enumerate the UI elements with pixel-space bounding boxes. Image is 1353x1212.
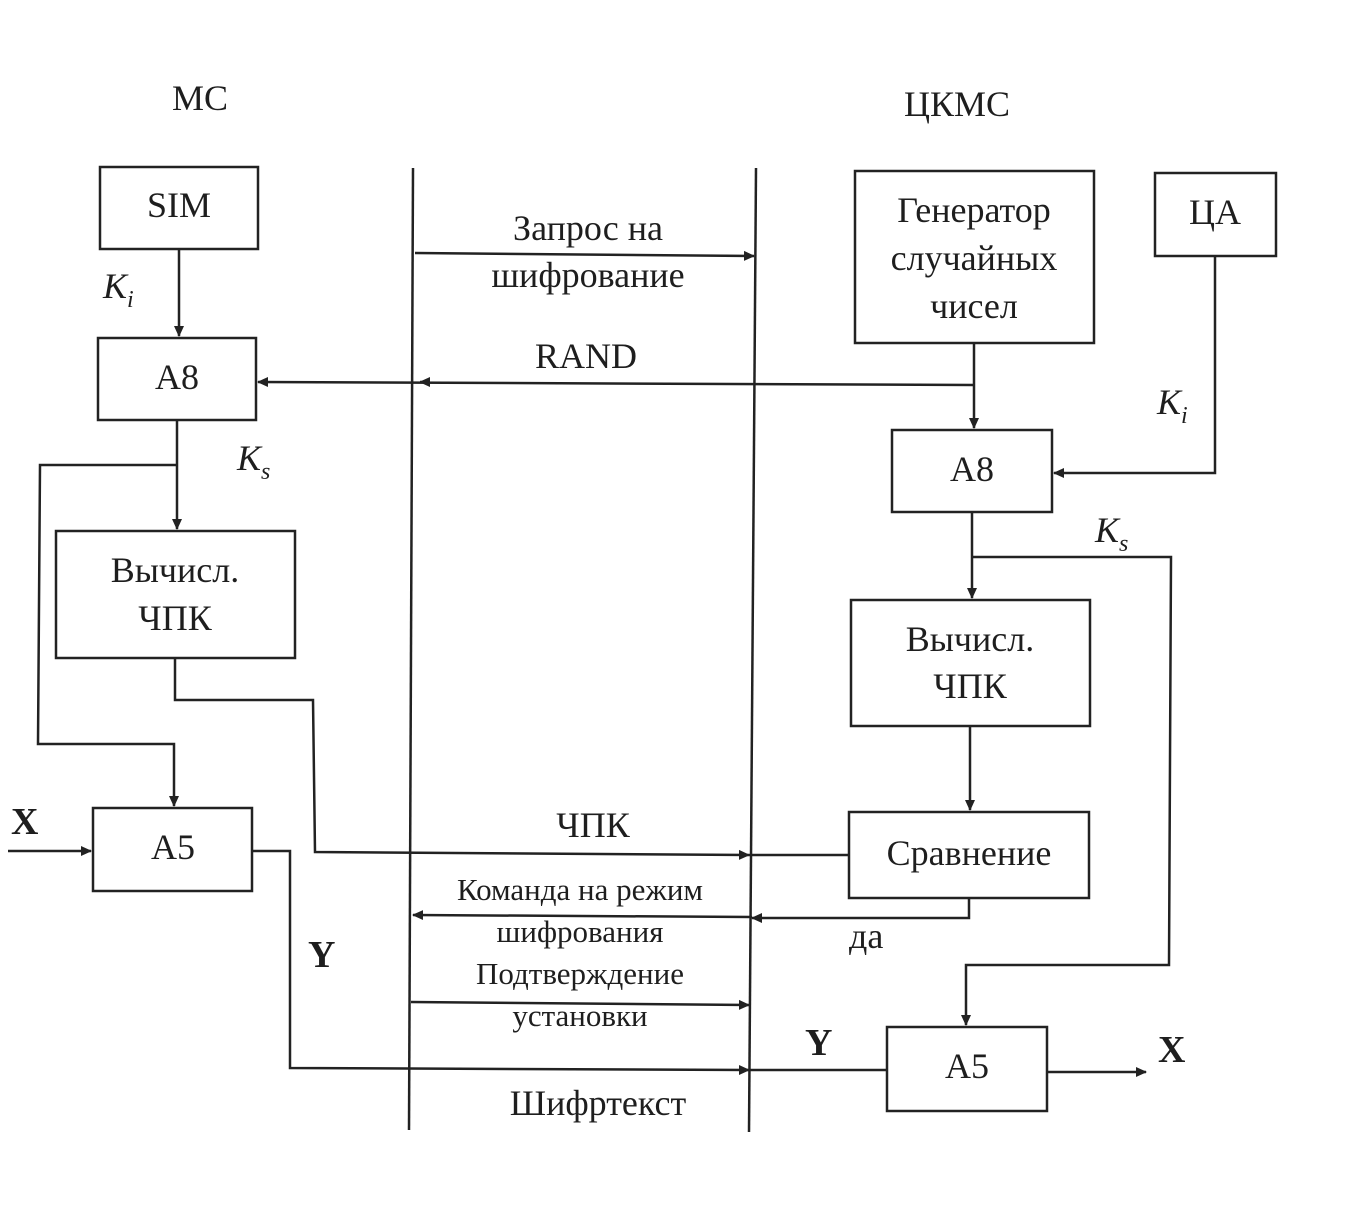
arrow-ciphertext [252, 849, 750, 1075]
arrow-command-ckms [751, 898, 971, 923]
yes-label: да [849, 916, 883, 956]
x-input-label: X [11, 801, 38, 843]
a5-ms-label: А5 [151, 827, 195, 867]
channel-right-boundary [747, 167, 758, 1133]
calc-sres-ms-block: Вычисл. ЧПК [54, 529, 297, 660]
arrow-ks-to-a5-ms [36, 463, 179, 807]
a8-ms-label: А8 [155, 357, 199, 397]
x-output-label: X [1158, 1029, 1185, 1071]
arrow-command [412, 910, 753, 921]
arrow-confirm [410, 999, 750, 1010]
compare-block: Сравнение [847, 810, 1091, 900]
a5-ms-block: А5 [91, 806, 254, 893]
a5-ckms-block: А5 [885, 1025, 1049, 1113]
channel-left-boundary [407, 167, 415, 1131]
gen-line3: чисел [930, 286, 1018, 326]
command-line1: Команда на режим [457, 872, 703, 907]
ks-ckms-label: Ks [1094, 510, 1128, 557]
arrow-request [414, 250, 755, 261]
header-ckms: ЦКМС [904, 84, 1010, 124]
arrow-sres [173, 658, 750, 860]
auth-center-block: ЦА [1153, 171, 1278, 258]
command-line2: шифрования [497, 914, 664, 949]
confirm-line2: установки [512, 998, 647, 1033]
arrow-ks-to-a5-ckms [961, 555, 1173, 1026]
header-ms: МС [172, 78, 228, 118]
compare-label: Сравнение [887, 833, 1052, 873]
gen-line2: случайных [891, 238, 1058, 278]
calc-ms-line1: Вычисл. [111, 550, 240, 590]
ciphertext-label: Шифртекст [510, 1083, 687, 1123]
ki-ms-label: Ki [102, 266, 134, 313]
calc-ckms-line1: Вычисл. [906, 619, 1035, 659]
calc-ms-line2: ЧПК [138, 598, 212, 638]
request-line1: Запрос на [513, 208, 663, 248]
a8-ckms-label: А8 [950, 449, 994, 489]
rand-label: RAND [535, 336, 637, 376]
a8-ckms-block: А8 [890, 428, 1054, 514]
ca-label: ЦА [1189, 192, 1241, 232]
sim-block: SIM [98, 165, 260, 251]
a5-ckms-label: А5 [945, 1046, 989, 1086]
gen-line1: Генератор [897, 190, 1051, 230]
random-generator-block: Генератор случайных чисел [853, 169, 1096, 345]
request-line2: шифрование [491, 255, 684, 295]
y-ms-label: Y [308, 934, 335, 976]
ks-ms-label: Ks [236, 438, 270, 485]
ki-ckms-label: Ki [1156, 382, 1188, 429]
confirm-line1: Подтверждение [476, 956, 684, 991]
a8-ms-block: А8 [96, 336, 258, 422]
arrow-rand [257, 377, 975, 388]
y-ckms-label: Y [805, 1022, 832, 1064]
sim-label: SIM [147, 185, 211, 225]
arrow-ki-ca-to-a8 [1053, 256, 1217, 478]
sres-label: ЧПК [556, 805, 630, 845]
calc-ckms-line2: ЧПК [933, 666, 1007, 706]
calc-sres-ckms-block: Вычисл. ЧПК [849, 598, 1092, 728]
